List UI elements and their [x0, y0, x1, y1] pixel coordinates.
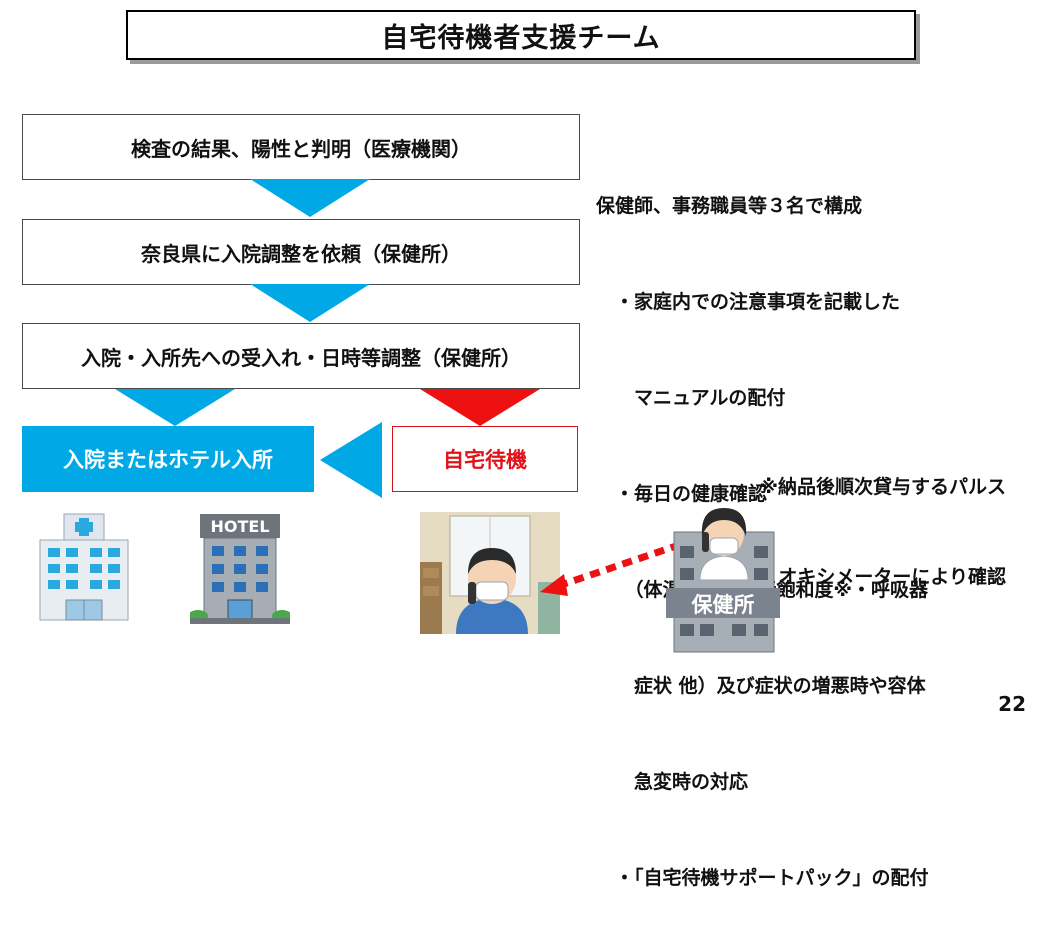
hospital-hotel-label: 入院またはホテル入所	[63, 448, 273, 472]
oximeter-note: ※納品後順次貸与するパルス オキシメーターにより確認	[760, 412, 1006, 622]
hotel-icon: HOTEL	[190, 514, 290, 624]
note-line: ※納品後順次貸与するパルス	[759, 476, 1006, 498]
arrow-down-2	[250, 284, 370, 322]
team-line: ・「自宅待機サポートパック」の配付	[596, 867, 929, 889]
arrow-down-hospital	[115, 389, 235, 426]
arrow-down-1	[250, 179, 370, 217]
arrow-left-to-hospital	[320, 422, 382, 498]
hotel-sign-text: HOTEL	[210, 517, 269, 536]
hospital-hotel-box: 入院またはホテル入所	[22, 426, 314, 492]
step-3-box: 入院・入所先への受入れ・日時等調整（保健所）	[22, 323, 580, 389]
person-at-home-icon	[420, 512, 560, 634]
team-line: 保健師、事務職員等３名で構成	[596, 195, 863, 217]
hospital-icon	[39, 513, 129, 621]
home-standby-box: 自宅待機	[392, 426, 578, 492]
note-line: オキシメーターにより確認	[778, 566, 1006, 588]
team-line: マニュアルの配付	[596, 387, 786, 409]
team-line: 急変時の対応	[596, 771, 749, 793]
step-2-label: 奈良県に入院調整を依頼（保健所）	[141, 241, 461, 266]
page-title: 自宅待機者支援チーム	[381, 22, 661, 54]
health-center-sign-text: 保健所	[691, 593, 755, 617]
team-line: ・家庭内での注意事項を記載した	[596, 291, 901, 313]
step-1-label: 検査の結果、陽性と判明（医療機関）	[131, 136, 471, 161]
step-1-box: 検査の結果、陽性と判明（医療機関）	[22, 114, 580, 180]
team-line: 症状 他）及び症状の増悪時や容体	[596, 675, 926, 697]
home-standby-label: 自宅待機	[443, 448, 527, 472]
page-number: 22	[998, 692, 1026, 716]
step-2-box: 奈良県に入院調整を依頼（保健所）	[22, 219, 580, 285]
health-center-icon: 保健所	[666, 508, 780, 653]
team-line: ・毎日の健康確認	[596, 483, 768, 505]
step-3-label: 入院・入所先への受入れ・日時等調整（保健所）	[81, 345, 521, 370]
title-box: 自宅待機者支援チーム	[126, 10, 916, 60]
arrow-down-home	[420, 389, 540, 426]
